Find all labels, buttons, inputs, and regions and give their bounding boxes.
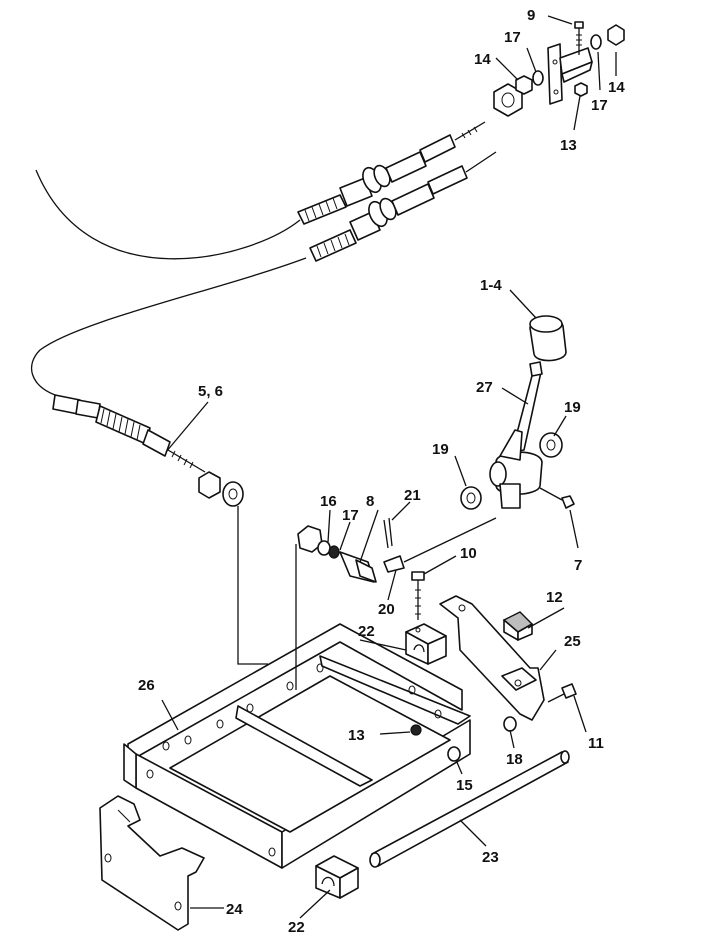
callout-19-left: 19 [432, 441, 449, 458]
callout-14-right: 14 [608, 79, 625, 96]
callout-17-clevis: 17 [342, 507, 359, 524]
callout-13-top: 13 [560, 137, 577, 154]
callout-10: 10 [460, 545, 477, 562]
callout-11: 11 [588, 735, 604, 752]
clevis-assembly [297, 517, 497, 620]
callout-9: 9 [527, 7, 535, 24]
clamp-block-22-lower [315, 855, 359, 899]
control-cables [31, 83, 523, 396]
cable-end-5-6 [52, 394, 244, 507]
callout-27: 27 [476, 379, 493, 396]
gear-lever-assembly [460, 315, 575, 510]
leader-lines [161, 15, 617, 919]
callout-24: 24 [226, 901, 243, 918]
callout-18: 18 [506, 751, 523, 768]
callout-19-right: 19 [564, 399, 581, 416]
callout-17-top: 17 [504, 29, 521, 46]
clamp-block-22-upper [405, 623, 447, 665]
cable-end-upper [297, 121, 486, 225]
callout-1-4: 1-4 [480, 277, 502, 294]
callout-labels: 9 17 14 14 17 13 1-4 27 19 19 5, 6 16 8 … [138, 7, 625, 936]
cable-nut [493, 83, 523, 117]
cable-end-lower [309, 151, 497, 262]
bracket-24 [99, 795, 205, 931]
callout-22-upper: 22 [358, 623, 375, 640]
callout-8: 8 [366, 493, 374, 510]
callout-22-lower: 22 [288, 919, 305, 936]
rod-23 [369, 750, 570, 868]
callout-25: 25 [564, 633, 581, 650]
callout-20: 20 [378, 601, 395, 618]
callout-13-frame: 13 [348, 727, 365, 744]
callout-5-6: 5, 6 [198, 383, 223, 400]
cable-bracket-assembly [515, 21, 625, 105]
callout-26: 26 [138, 677, 155, 694]
frame-26 [123, 623, 471, 869]
callout-21: 21 [404, 487, 421, 504]
callout-17-right: 17 [591, 97, 608, 114]
callout-7: 7 [574, 557, 582, 574]
callout-12: 12 [546, 589, 563, 606]
callout-15: 15 [456, 777, 473, 794]
callout-23: 23 [482, 849, 499, 866]
callout-14-left: 14 [474, 51, 491, 68]
callout-16: 16 [320, 493, 337, 510]
